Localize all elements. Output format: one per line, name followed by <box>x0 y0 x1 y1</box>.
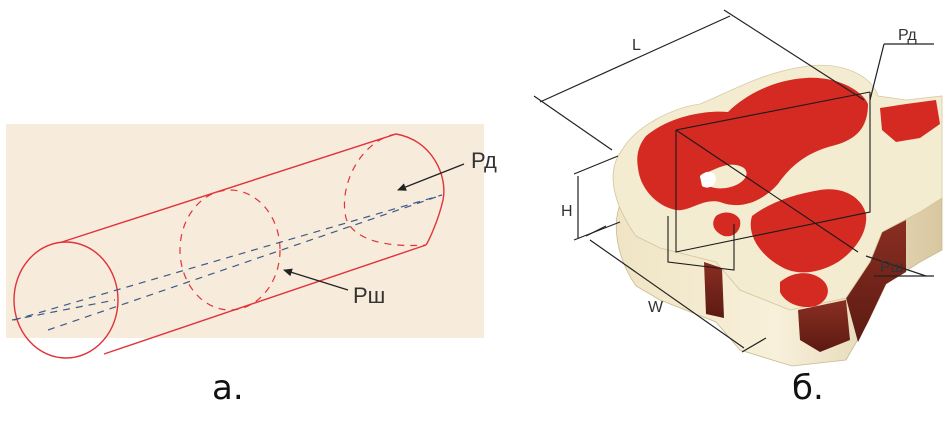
cylinder-hidden-lines <box>179 133 427 311</box>
label-rd-panel-b: Рд <box>898 27 917 44</box>
axis-line-lower <box>47 194 443 331</box>
dim-l-ext-right <box>723 9 865 101</box>
label-rsh-panel-a: Рш <box>353 283 385 308</box>
rsh-leader-arrow <box>283 268 349 291</box>
slice-top-meat-right <box>880 100 940 142</box>
cylinder-front-end <box>13 241 119 359</box>
cutting-plane-diagonal <box>675 129 859 253</box>
rd-leader-diag <box>869 43 885 101</box>
panel-b-meat-slice-diagram: L H W Рд Рш <box>533 9 943 367</box>
dimension-lines <box>533 9 934 353</box>
cylinder-middle-section <box>179 189 281 311</box>
cylinder-bottom-edge <box>103 244 427 355</box>
cutting-plane-transverse <box>667 216 735 271</box>
slice-side-meat-center <box>798 300 850 352</box>
slice-top-meat-bottom-left <box>780 273 828 308</box>
axis-line-upper <box>13 194 443 321</box>
label-w: W <box>648 299 664 316</box>
slice-fat-streak-2 <box>818 153 859 177</box>
slice-side-meat-small <box>704 262 724 318</box>
cutting-plane-longitudinal-top <box>675 91 871 131</box>
cylinder-axis-lines <box>11 194 443 331</box>
cylinder-outline <box>13 133 445 359</box>
rd-leader-arrow <box>397 163 465 191</box>
dim-w-line <box>589 239 745 349</box>
cylinder-back-end-hidden <box>343 133 427 247</box>
caption-panel-b: б. <box>792 368 824 408</box>
cylinder-back-end-visible <box>395 133 445 246</box>
slice-top-meat-lower <box>750 189 867 273</box>
label-rsh-panel-b: Рш <box>880 259 904 276</box>
dim-w-ext-bottom <box>741 337 767 353</box>
panel-a-background <box>6 124 484 338</box>
dim-l-ext-left <box>533 95 613 151</box>
slice-side-meat-right <box>846 220 906 342</box>
slice-top-meat-main <box>637 77 868 211</box>
dim-h-ext-top <box>573 155 619 175</box>
label-l: L <box>632 37 641 54</box>
dim-l-line <box>539 15 731 103</box>
label-h: H <box>561 203 573 220</box>
cutting-plane-longitudinal <box>675 92 871 253</box>
panel-a-cylinder-diagram: Рд Рш <box>6 124 497 359</box>
cutting-planes <box>667 91 871 271</box>
rsh-leader-panel-b <box>865 255 927 277</box>
dim-w-ext-top <box>585 225 607 237</box>
axis-line-cross-section <box>11 299 116 321</box>
label-rd-panel-a: Рд <box>471 148 497 173</box>
slice-fat-hole <box>700 171 716 188</box>
caption-panel-a: а. <box>212 368 244 408</box>
cylinder-top-edge <box>61 133 397 243</box>
